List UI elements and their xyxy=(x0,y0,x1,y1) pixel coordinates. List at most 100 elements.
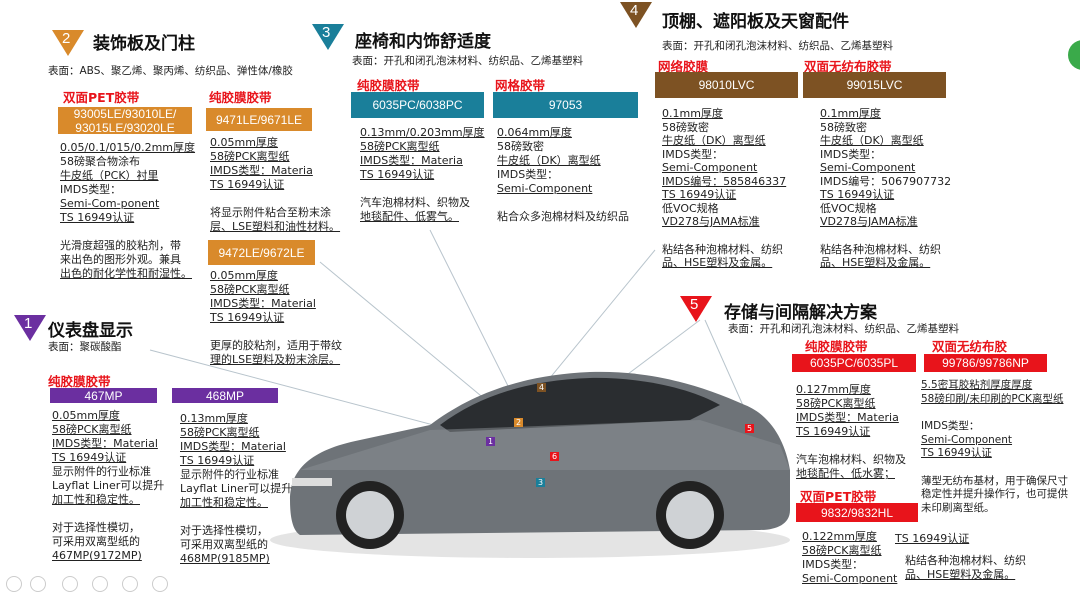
spec-line: 稳定性并提升操作行，也可提供 xyxy=(921,488,1068,500)
spec-line: 0.1mm厚度 xyxy=(820,107,881,120)
spec-line: 0.13mm/0.203mm厚度 xyxy=(360,126,485,139)
previous-slide-icon[interactable] xyxy=(6,576,22,592)
spec-line: 可采用双离型纸的 xyxy=(52,535,140,548)
spec-line: 0.1mm厚度 xyxy=(662,107,723,120)
product-type-label: 纯胶膜胶带 xyxy=(209,90,272,105)
spec-line: 0.05mm厚度 xyxy=(52,409,120,422)
spec-line: TS 16949认证 xyxy=(60,211,135,224)
spec-line: VD278与JAMA标准 xyxy=(662,215,760,228)
spec-line: 0.127mm厚度 xyxy=(796,383,871,396)
spec-line: TS 16949认证 xyxy=(180,454,255,467)
spec-line: 牛皮纸（DK）离型纸 xyxy=(497,154,601,167)
spec-line: 薄型无纺布基材，用于确保尺寸 xyxy=(921,474,1068,487)
spec-line: 468MP(9185MP) xyxy=(180,552,270,565)
spec-line: TS 16949认证 xyxy=(52,451,127,464)
spec-line: 467MP(9172MP) xyxy=(52,549,142,562)
spec-line: IMDS类型：Materia xyxy=(796,411,899,424)
spec-line: 地毯配件、低雾气。 xyxy=(360,210,459,223)
spec-line: TS 16949认证 xyxy=(820,188,895,201)
spec-line: 地毯配件、低水雾； xyxy=(796,467,895,480)
product-type-label: 网格胶带 xyxy=(495,78,546,93)
spec-line xyxy=(497,196,629,210)
spec-line: 出色的耐化学性和耐湿性。 xyxy=(60,267,192,280)
spec-line: VD278与JAMA标准 xyxy=(820,215,918,228)
spec-line: 品、HSE塑料及金属。 xyxy=(905,568,1016,581)
spec-line: IMDS类型：Material xyxy=(180,440,286,453)
spec-line: IMDS类型： xyxy=(820,147,882,161)
more-icon[interactable] xyxy=(152,576,168,592)
spec-line: 品、HSE塑料及金属。 xyxy=(820,256,931,269)
next-slide-icon[interactable] xyxy=(30,576,46,592)
spec-line: Layflat Liner可以提升 xyxy=(180,482,293,495)
spec-line: Layflat Liner可以提升 xyxy=(52,479,165,492)
spec-line: 0.05/0.1/015/0.2mm厚度 xyxy=(60,141,196,154)
spec-line: 58磅PCK离型纸 xyxy=(52,423,132,436)
section-5-title: 存储与间隔解决方案 xyxy=(724,303,877,323)
section-3-title: 座椅和内饰舒适度 xyxy=(355,32,491,52)
product-box: 9472LE/9672LE xyxy=(208,240,315,265)
product-type-label: 网络胶膜 xyxy=(658,59,709,74)
spec-line: IMDS类型：Materia xyxy=(360,154,463,167)
spec-line xyxy=(796,439,906,453)
section-5-badge: 5 xyxy=(680,296,712,322)
spec-line: 0.13mm厚度 xyxy=(180,412,248,425)
section-1-surface: 表面：聚碳酸酯 xyxy=(48,341,122,353)
spec-line: IMDS类型： xyxy=(802,558,864,571)
spec-line: 0.05mm厚度 xyxy=(210,269,278,282)
product-type-label: 纯胶膜胶带 xyxy=(357,78,420,93)
spec-line xyxy=(360,182,485,196)
pen-icon[interactable] xyxy=(62,576,78,592)
spec-line: Semi-Component xyxy=(921,433,1013,446)
product-box: 99786/99786NP xyxy=(924,354,1047,372)
spec-line xyxy=(662,229,786,243)
spec-line: 汽车泡棉材料、织物及 xyxy=(796,453,906,466)
spec-line: Semi-Component xyxy=(497,182,593,195)
section-4-surface: 表面：开孔和闭孔泡沫材料、纺织品、乙烯基塑料 xyxy=(662,40,893,52)
certification: TS 16949认证 xyxy=(895,532,970,545)
product-box: 99015LVC xyxy=(803,72,946,98)
spec-line: 58磅印刷/未印刷的PCK离型纸 xyxy=(921,392,1064,405)
spec-line: 0.122mm厚度 xyxy=(802,530,877,543)
spec-line xyxy=(820,229,951,243)
car-marker-3: 3 xyxy=(536,478,546,487)
spec-line: 牛皮纸（DK）离型纸 xyxy=(820,134,924,147)
car-marker-1: 1 xyxy=(486,437,496,446)
section-1-badge: 1 xyxy=(14,315,46,341)
spec-line: IMDS类型： xyxy=(60,183,122,196)
spec-line: Semi-Com-ponent xyxy=(60,197,160,210)
spec-line: 粘结各种泡棉材料、纺织 xyxy=(820,242,941,256)
spec-line xyxy=(52,507,164,521)
spec-line: 粘合众多泡棉材料及纺织品 xyxy=(497,210,629,223)
spec-line: 牛皮纸（PCK）衬里 xyxy=(60,169,159,182)
spec-line: 汽车泡棉材料、织物及 xyxy=(360,196,470,209)
zoom-icon[interactable] xyxy=(122,576,138,592)
section-5-surface: 表面：开孔和闭孔泡沫材料、纺织品、乙烯基塑料 xyxy=(728,323,959,335)
section-3-surface: 表面：开孔和闭孔泡沫材料、纺织品、乙烯基塑料 xyxy=(352,55,583,67)
spec-line: 对于选择性模切， xyxy=(180,524,268,537)
section-4-badge: 4 xyxy=(620,2,652,28)
spec-line xyxy=(210,325,342,339)
spec-line: 58磅PCK离型纸 xyxy=(210,283,290,296)
spec-line: 将显示附件粘合至粉末涂 xyxy=(210,206,331,219)
spec-line: 光滑度超强的胶粘剂，带 xyxy=(60,239,181,252)
spec-line: 层、LSE塑料和油性材料。 xyxy=(210,220,341,233)
spec-line: 低VOC规格 xyxy=(820,201,877,215)
product-type-label: 双面PET胶带 xyxy=(800,489,877,504)
spec-line: TS 16949认证 xyxy=(796,425,871,438)
car-marker-5: 5 xyxy=(745,424,755,433)
product-box: 9471LE/9671LE xyxy=(206,108,312,131)
slides-icon[interactable] xyxy=(92,576,108,592)
spec-line xyxy=(60,225,195,239)
section-3-badge: 3 xyxy=(312,24,344,50)
product-type-label: 双面无纺布胶带 xyxy=(804,59,892,74)
product-type-label: 双面无纺布胶 xyxy=(932,339,1008,354)
spec-line: 5.5密耳胶粘剂厚度厚度 xyxy=(921,379,1033,391)
spec-line: Semi-Component xyxy=(662,161,758,174)
